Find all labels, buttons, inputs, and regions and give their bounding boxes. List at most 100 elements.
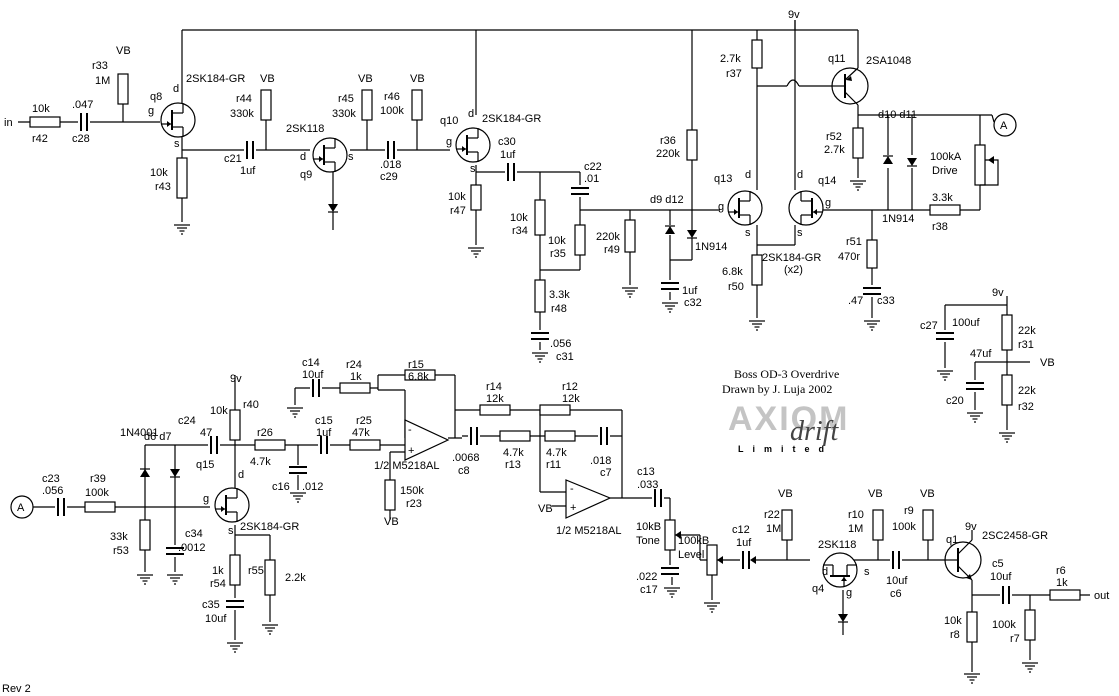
svg-text:r50: r50 bbox=[728, 281, 744, 293]
svg-text:10uf: 10uf bbox=[990, 571, 1012, 583]
q15-stage bbox=[10, 369, 462, 653]
svg-text:r10: r10 bbox=[848, 509, 864, 521]
resistor-r54 bbox=[229, 554, 241, 586]
svg-text:470r: 470r bbox=[838, 251, 860, 263]
svg-text:22k: 22k bbox=[1018, 385, 1036, 397]
logo-limited: Limited bbox=[738, 444, 833, 454]
svg-text:10uf: 10uf bbox=[886, 575, 908, 587]
resistor-r40 bbox=[229, 409, 241, 441]
svg-text:c23: c23 bbox=[42, 473, 60, 485]
svg-text:VB: VB bbox=[868, 488, 883, 500]
svg-text:c8: c8 bbox=[458, 465, 470, 477]
resistor-r46 bbox=[411, 89, 423, 121]
resistor-r23 bbox=[384, 479, 396, 511]
svg-text:q13: q13 bbox=[714, 173, 732, 185]
title-line-2: Drawn by J. Luja 2002 bbox=[722, 382, 832, 396]
resistor-r44 bbox=[260, 89, 272, 121]
svg-text:g: g bbox=[825, 197, 831, 209]
svg-text:r40: r40 bbox=[243, 399, 259, 411]
svg-text:r8: r8 bbox=[950, 629, 960, 641]
svg-text:.056: .056 bbox=[550, 338, 571, 350]
svg-text:r55: r55 bbox=[248, 565, 264, 577]
resistor-r7 bbox=[1024, 609, 1036, 641]
svg-text:100kB: 100kB bbox=[678, 535, 709, 547]
resistor-r45 bbox=[361, 89, 373, 121]
svg-text:VB: VB bbox=[260, 73, 275, 85]
svg-text:r43: r43 bbox=[155, 181, 171, 193]
logo-drift: drift bbox=[790, 416, 839, 447]
svg-text:g: g bbox=[148, 105, 154, 117]
resistor-r39 bbox=[84, 501, 116, 513]
svg-text:9v: 9v bbox=[965, 521, 977, 533]
svg-text:4.7k: 4.7k bbox=[503, 447, 524, 459]
svg-text:47uf: 47uf bbox=[970, 348, 992, 360]
svg-text:220k: 220k bbox=[656, 148, 680, 160]
svg-text:c7: c7 bbox=[600, 467, 612, 479]
svg-text:g: g bbox=[718, 201, 724, 213]
svg-text:.022: .022 bbox=[636, 571, 657, 583]
svg-text:r24: r24 bbox=[346, 359, 362, 371]
svg-text:2SK184-GR: 2SK184-GR bbox=[482, 113, 541, 125]
svg-text:d: d bbox=[468, 108, 474, 120]
svg-text:3.3k: 3.3k bbox=[549, 289, 570, 301]
svg-text:.018: .018 bbox=[590, 455, 611, 467]
svg-text:d6 d7: d6 d7 bbox=[144, 431, 172, 443]
pnp-q11 bbox=[831, 67, 869, 106]
svg-text:q4: q4 bbox=[812, 583, 824, 595]
svg-text:VB: VB bbox=[410, 73, 425, 85]
resistor-r32 bbox=[1001, 374, 1013, 406]
svg-text:1M: 1M bbox=[848, 523, 863, 535]
svg-text:r15: r15 bbox=[408, 359, 424, 371]
svg-text:c28: c28 bbox=[72, 133, 90, 145]
opamp-1 bbox=[404, 419, 450, 461]
pot-drive bbox=[974, 144, 986, 186]
svg-text:2SK184-GR: 2SK184-GR bbox=[240, 521, 299, 533]
svg-text:6.8k: 6.8k bbox=[408, 371, 429, 383]
svg-text:+: + bbox=[408, 445, 414, 457]
resistor-r15 bbox=[404, 369, 436, 381]
svg-text:33k: 33k bbox=[110, 531, 128, 543]
svg-text:s: s bbox=[348, 151, 354, 163]
svg-text:c32: c32 bbox=[684, 297, 702, 309]
labels: in 10k r42 .047 c28 VB r33 1M q8 2SK184-… bbox=[2, 9, 1109, 695]
svg-text:1uf: 1uf bbox=[736, 537, 752, 549]
svg-text:A: A bbox=[1000, 120, 1008, 132]
svg-text:r49: r49 bbox=[604, 244, 620, 256]
svg-text:c6: c6 bbox=[890, 588, 902, 600]
svg-text:r52: r52 bbox=[826, 131, 842, 143]
svg-text:2.7k: 2.7k bbox=[824, 144, 845, 156]
svg-text:100k: 100k bbox=[85, 487, 109, 499]
svg-text:q8: q8 bbox=[150, 91, 162, 103]
svg-text:.47: .47 bbox=[848, 295, 863, 307]
svg-text:c35: c35 bbox=[202, 599, 220, 611]
resistor-r6 bbox=[1049, 589, 1081, 601]
svg-text:10k: 10k bbox=[510, 212, 528, 224]
resistor-r36 bbox=[686, 129, 698, 161]
resistor-r34 bbox=[534, 199, 546, 236]
jfet-q13 bbox=[727, 190, 763, 226]
resistor-r37 bbox=[751, 39, 763, 69]
svg-text:r22: r22 bbox=[764, 509, 780, 521]
resistor-r35 bbox=[574, 224, 586, 256]
svg-text:(x2): (x2) bbox=[784, 264, 803, 276]
svg-text:s: s bbox=[470, 163, 476, 175]
svg-text:VB: VB bbox=[920, 488, 935, 500]
svg-text:q15: q15 bbox=[196, 459, 214, 471]
svg-text:10k: 10k bbox=[448, 191, 466, 203]
svg-text:1uf: 1uf bbox=[682, 285, 698, 297]
svg-text:6.8k: 6.8k bbox=[722, 266, 743, 278]
svg-text:9v: 9v bbox=[788, 9, 800, 21]
resistor-r53 bbox=[139, 519, 151, 551]
svg-text:g: g bbox=[203, 493, 209, 505]
svg-text:150k: 150k bbox=[400, 485, 424, 497]
svg-text:10k: 10k bbox=[32, 103, 50, 115]
svg-text:g: g bbox=[846, 587, 852, 599]
svg-text:r11: r11 bbox=[546, 459, 561, 471]
svg-text:c21: c21 bbox=[224, 153, 242, 165]
svg-text:r46: r46 bbox=[384, 91, 400, 103]
q10-stage bbox=[455, 127, 720, 363]
opamp-2 bbox=[565, 479, 612, 519]
svg-text:c15: c15 bbox=[315, 415, 333, 427]
svg-text:3.3k: 3.3k bbox=[932, 192, 953, 204]
